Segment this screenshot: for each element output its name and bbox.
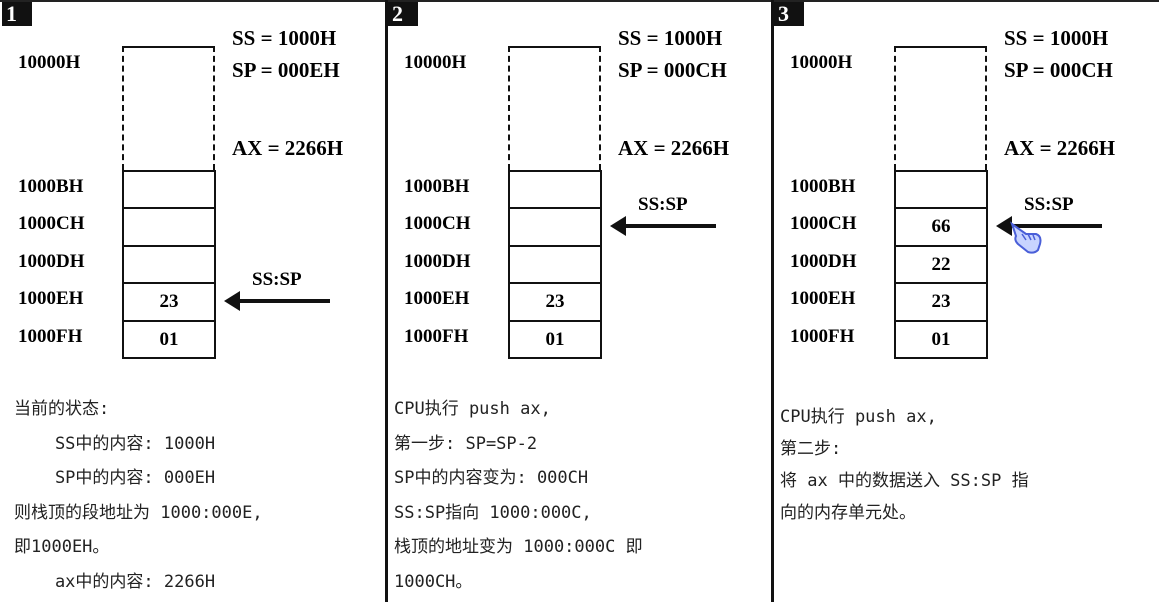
memory-cell: [508, 209, 602, 247]
description-line: ax中的内容: 2266H: [14, 571, 216, 592]
memory-cell: 23: [122, 284, 216, 322]
memory-cell: 22: [894, 246, 988, 285]
description-line: 将 ax 中的数据送入 SS:SP 指: [780, 471, 1029, 491]
description-line: 向的内存单元处。: [780, 503, 916, 523]
description-line: 即1000EH。: [14, 537, 110, 557]
panel-divider: [771, 0, 774, 602]
memory-address-label: 1000EH: [404, 288, 470, 310]
memory-cell: 66: [894, 209, 988, 247]
description-line: CPU执行 push ax,: [780, 407, 937, 427]
memory-cell: 01: [508, 321, 602, 359]
description-line: 1000CH。: [394, 571, 473, 592]
memory-address-label: 1000BH: [18, 176, 84, 197]
panel-step-3: 3 SS = 1000H SP = 000CH AX = 2266H 10000H 100…: [772, 0, 1159, 602]
description-line: SS:SP指向 1000:000C,: [394, 502, 592, 523]
stack-pointer-arrow: [610, 216, 716, 237]
memory-cell: [122, 246, 216, 285]
sp-register-value: SP = 000EH: [232, 58, 340, 82]
description-line: 则栈顶的段地址为 1000:000E,: [14, 502, 263, 523]
memory-address-label: 1000CH: [404, 213, 471, 235]
description-line: 第二步:: [780, 439, 842, 459]
sp-register-value: SP = 000CH: [1004, 58, 1113, 82]
ss-register-value: SS = 1000H: [232, 26, 337, 50]
memory-address-label: 1000DH: [404, 250, 471, 272]
description-line: SP中的内容: 000EH: [14, 468, 216, 488]
top-address-label: 10000H: [790, 52, 853, 73]
stack-pointer-label: SS:SP: [1024, 194, 1074, 216]
memory-address-label: 1000DH: [790, 250, 857, 272]
memory-address-label: 1000CH: [18, 213, 85, 235]
memory-cell: 23: [508, 284, 602, 322]
description-line: 当前的状态:: [14, 399, 110, 419]
stack-left-dashed-edge: [508, 46, 510, 170]
sp-register-value: SP = 000CH: [618, 58, 727, 82]
memory-cell: [508, 246, 602, 285]
memory-address-label: 1000EH: [18, 288, 84, 310]
hand-pointer-icon: [1008, 220, 1048, 261]
panel-divider: [385, 0, 388, 602]
stack-left-dashed-edge: [122, 46, 124, 170]
step-number-badge: 1: [2, 2, 32, 26]
description-line: 栈顶的地址变为 1000:000C 即: [394, 537, 643, 557]
memory-address-label: 1000FH: [790, 325, 855, 347]
memory-address-label: 1000CH: [790, 213, 857, 235]
ss-register-value: SS = 1000H: [618, 26, 723, 50]
description-line: SS中的内容: 1000H: [14, 433, 216, 454]
memory-address-label: 1000EH: [790, 288, 856, 310]
memory-cell: [122, 170, 216, 210]
memory-cell: [122, 209, 216, 247]
stack-right-dashed-edge: [213, 46, 215, 170]
description-line: SP中的内容变为: 000CH: [394, 468, 589, 488]
ax-register-value: AX = 2266H: [232, 136, 344, 160]
step-number-badge: 3: [774, 2, 804, 26]
panel-step-2: 2 SS = 1000H SP = 000CH AX = 2266H 10000H 100…: [386, 0, 771, 602]
stack-pointer-label: SS:SP: [638, 194, 688, 216]
stack-top-edge: [508, 46, 601, 48]
description-line: 第一步: SP=SP-2: [394, 433, 538, 454]
memory-address-label: 1000BH: [790, 176, 856, 197]
memory-address-label: 1000BH: [404, 176, 470, 197]
step-number-badge: 2: [388, 2, 418, 26]
memory-cell: 01: [894, 321, 988, 359]
stack-pointer-arrow: [996, 216, 1102, 237]
memory-cell: [508, 170, 602, 210]
memory-cell: 23: [894, 284, 988, 322]
stack-right-dashed-edge: [599, 46, 601, 170]
description-line: CPU执行 push ax,: [394, 399, 551, 419]
stack-pointer-arrow: [224, 290, 330, 311]
top-address-label: 10000H: [404, 52, 467, 73]
stack-left-dashed-edge: [894, 46, 896, 170]
memory-cell: 01: [122, 321, 216, 359]
stack-top-edge: [894, 46, 987, 48]
memory-address-label: 1000FH: [404, 325, 469, 347]
ax-register-value: AX = 2266H: [1004, 136, 1116, 160]
panel-step-1: 1 SS = 1000H SP = 000EH AX = 2266H 10000H 100…: [0, 0, 385, 602]
memory-cell: [894, 170, 988, 210]
memory-address-label: 1000DH: [18, 250, 85, 272]
ss-register-value: SS = 1000H: [1004, 26, 1109, 50]
stack-top-edge: [122, 46, 215, 48]
stack-pointer-label: SS:SP: [252, 268, 302, 290]
memory-address-label: 1000FH: [18, 325, 83, 347]
top-address-label: 10000H: [18, 52, 81, 73]
ax-register-value: AX = 2266H: [618, 136, 730, 160]
stack-right-dashed-edge: [985, 46, 987, 170]
